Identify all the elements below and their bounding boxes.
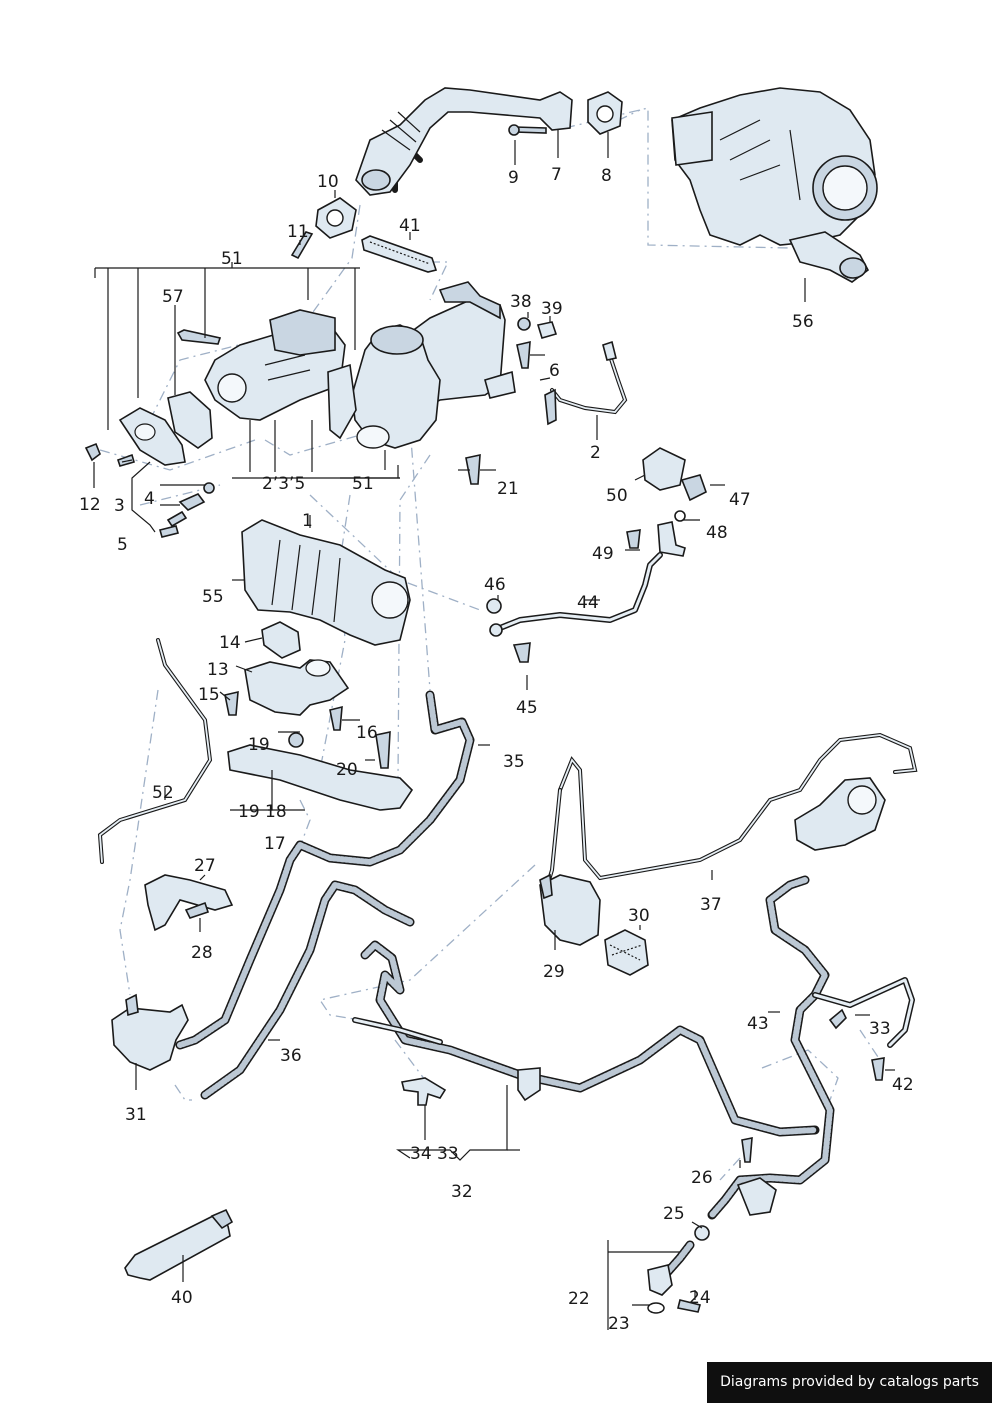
label-11: 11 (287, 222, 309, 242)
credit-banner: Diagrams provided by catalogs parts (707, 1362, 992, 1403)
label-51-bottom: 51 (352, 474, 374, 494)
label-2-3-5: 2’3’5 (262, 474, 305, 494)
label-38: 38 (510, 292, 532, 312)
label-20: 20 (336, 760, 358, 780)
label-28: 28 (191, 943, 213, 963)
label-34-33: 34 33 (410, 1144, 459, 1164)
label-5: 5 (117, 535, 128, 555)
label-9: 9 (508, 168, 519, 188)
label-25: 25 (663, 1204, 685, 1224)
label-37: 37 (700, 895, 722, 915)
label-29: 29 (543, 962, 565, 982)
label-48: 48 (706, 523, 728, 543)
label-31: 31 (125, 1105, 147, 1125)
label-40: 40 (171, 1288, 193, 1308)
label-15: 15 (198, 685, 220, 705)
label-14: 14 (219, 633, 241, 653)
label-57: 57 (162, 287, 184, 307)
label-55: 55 (202, 587, 224, 607)
label-49: 49 (592, 544, 614, 564)
hoses-and-pipes (97, 95, 918, 1280)
label-13: 13 (207, 660, 229, 680)
label-41: 41 (399, 216, 421, 236)
label-51-top: 51 (221, 249, 243, 269)
label-35: 35 (503, 752, 525, 772)
label-36: 36 (280, 1046, 302, 1066)
label-56: 56 (792, 312, 814, 332)
label-26: 26 (691, 1168, 713, 1188)
label-21: 21 (497, 479, 519, 499)
label-27: 27 (194, 856, 216, 876)
label-19a: 19 (248, 735, 270, 755)
label-44: 44 (577, 593, 599, 613)
label-19-18: 19 18 (238, 802, 287, 822)
label-30: 30 (628, 906, 650, 926)
components (84, 87, 886, 1314)
label-47: 47 (729, 490, 751, 510)
label-6: 6 (549, 361, 560, 381)
label-46: 46 (484, 575, 506, 595)
label-17: 17 (264, 834, 286, 854)
credit-text: Diagrams provided by catalogs parts (720, 1374, 979, 1390)
label-2: 2 (590, 443, 601, 463)
label-45: 45 (516, 698, 538, 718)
label-39: 39 (541, 299, 563, 319)
part-labels: 1 2 3 4 5 6 7 8 9 10 11 12 13 14 15 16 1… (79, 165, 914, 1334)
label-50: 50 (606, 486, 628, 506)
label-33-right: 33 (869, 1019, 891, 1039)
label-10: 10 (317, 172, 339, 192)
label-8: 8 (601, 166, 612, 186)
label-43: 43 (747, 1014, 769, 1034)
label-52: 52 (152, 783, 174, 803)
label-1: 1 (302, 511, 313, 531)
label-22: 22 (568, 1289, 590, 1309)
label-12: 12 (79, 495, 101, 515)
label-4: 4 (144, 489, 155, 509)
label-32: 32 (451, 1182, 473, 1202)
leader-lines (93, 130, 895, 1330)
label-7: 7 (551, 165, 562, 185)
label-23: 23 (608, 1314, 630, 1334)
label-24: 24 (689, 1288, 711, 1308)
label-16: 16 (356, 723, 378, 743)
label-3: 3 (114, 496, 125, 516)
label-42: 42 (892, 1075, 914, 1095)
